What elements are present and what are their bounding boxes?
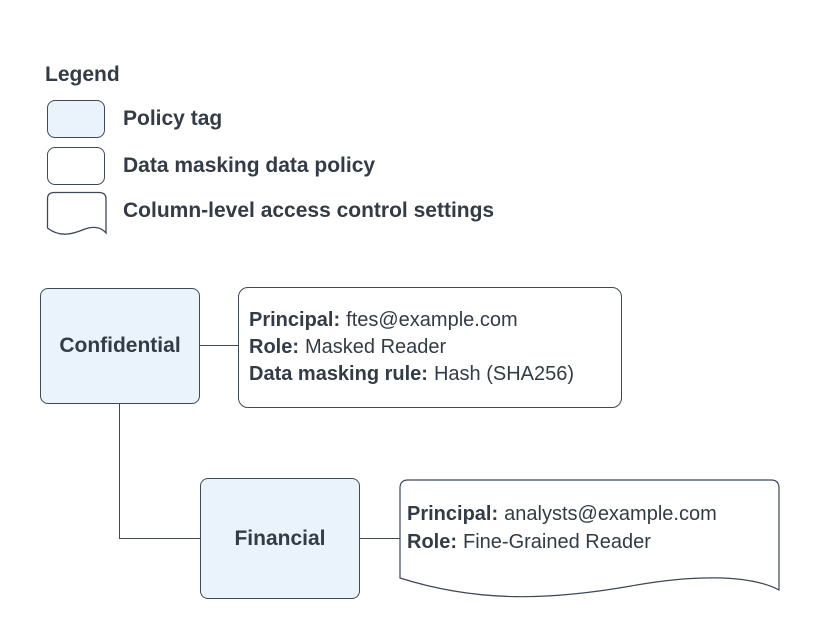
policy-field-principal-label: Principal: (249, 309, 341, 331)
node-financial: Financial (200, 478, 360, 599)
document-swatch-icon (46, 191, 107, 235)
legend-label-column-level-access: Column-level access control settings (123, 199, 495, 222)
legend-title: Legend (45, 63, 120, 86)
policy-field-masking-rule: Data masking rule:Hash (SHA256) (249, 361, 617, 388)
access-settings-document-shape (399, 479, 780, 598)
data-masking-policy-card: Principal:ftes@example.com Role: Masked R… (238, 287, 622, 408)
connector-elbow-horizontal (119, 538, 201, 540)
policy-field-masking-rule-value: Hash (SHA256) (433, 363, 575, 385)
policy-field-role-label: Role: (249, 336, 299, 358)
settings-field-role-value: Fine-Grained Reader (463, 531, 651, 553)
settings-field-principal-label: Principal: (407, 503, 499, 525)
policy-field-masking-rule-label: Data masking rule: (249, 363, 428, 385)
policy-tag-swatch (47, 100, 105, 138)
connector-confidential-to-policy (200, 345, 238, 347)
node-confidential: Confidential (40, 288, 200, 404)
connector-elbow-vertical (119, 404, 121, 539)
policy-field-role: Role: Masked Reader (249, 334, 617, 361)
policy-field-principal-value: ftes@example.com (346, 309, 518, 331)
node-financial-label: Financial (234, 526, 326, 550)
legend-label-policy-tag: Policy tag (123, 107, 223, 130)
settings-field-role: Role: Fine-Grained Reader (407, 528, 717, 556)
access-settings-card: Principal:analysts@example.com Role: Fine… (407, 500, 717, 556)
data-masking-policy-swatch (47, 147, 105, 185)
policy-field-role-value: Masked Reader (305, 336, 447, 358)
connector-financial-to-settings (360, 538, 400, 540)
settings-field-role-label: Role: (407, 531, 457, 553)
settings-field-principal-value: analysts@example.com (504, 503, 717, 525)
settings-field-principal: Principal:analysts@example.com (407, 500, 717, 528)
policy-field-principal: Principal:ftes@example.com (249, 307, 617, 334)
legend-label-data-masking-policy: Data masking data policy (123, 154, 376, 177)
node-confidential-label: Confidential (59, 334, 181, 357)
